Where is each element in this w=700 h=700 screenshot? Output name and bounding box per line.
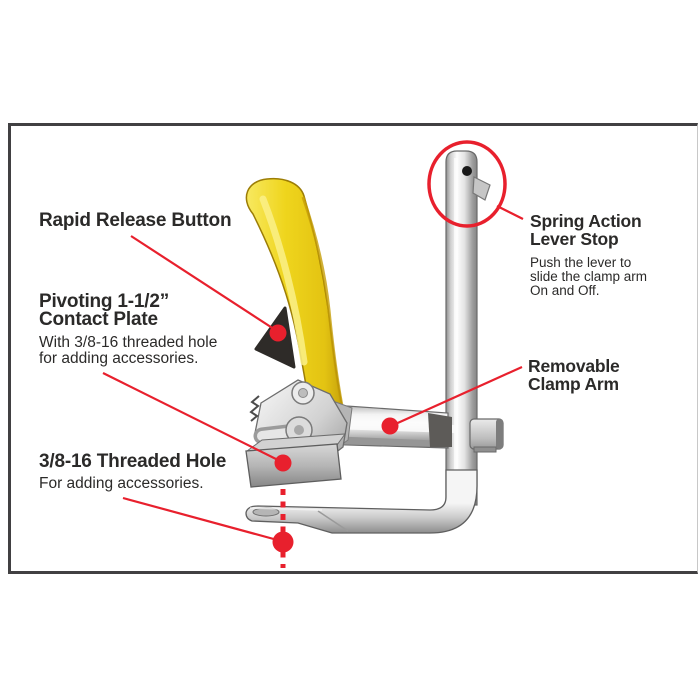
callout-desc-line2: for adding accessories. <box>39 350 199 367</box>
callout-desc: Push the lever to slide the clamp arm On… <box>530 256 647 298</box>
rail-bar <box>445 150 478 506</box>
dot-removable-arm <box>381 417 399 435</box>
callout-desc-line3: On and Off. <box>530 283 600 298</box>
callout-rapid-release: Rapid Release Button <box>39 210 232 231</box>
lever-stop-tab <box>472 176 491 201</box>
dot-rapid-release <box>269 324 287 342</box>
callout-desc: With 3/8-16 threaded hole for adding acc… <box>39 335 217 367</box>
ratchet-teeth <box>249 395 260 422</box>
arm-dark-facet <box>428 413 452 447</box>
annotations <box>102 140 524 568</box>
callout-title: Rapid Release Button <box>39 210 232 231</box>
fixed-arm-ridge <box>317 510 349 532</box>
callout-title-line2: Lever Stop <box>530 229 619 249</box>
leader-rapid-release <box>130 235 278 332</box>
leader-removable-arm <box>390 365 523 428</box>
callout-pivoting-plate: Pivoting 1-1/2” Contact Plate With 3/8-1… <box>39 291 217 367</box>
callout-spring-action: Spring Action Lever Stop Push the lever … <box>530 212 647 298</box>
callout-title-line1: Pivoting 1-1/2” <box>39 291 170 312</box>
callout-threaded-hole: 3/8-16 Threaded Hole For adding accessor… <box>39 451 227 492</box>
callout-title-line1: Spring Action <box>530 211 642 231</box>
callout-title: 3/8-16 Threaded Hole <box>39 451 227 472</box>
contact-plate <box>245 433 347 488</box>
leader-spring-action <box>496 205 524 220</box>
callout-title-line2: Contact Plate <box>39 309 158 330</box>
frame-border <box>8 123 698 574</box>
handle <box>245 177 349 442</box>
dot-threaded-hole <box>272 531 294 553</box>
fixed-arm <box>245 469 478 534</box>
callout-removable-arm: Removable Clamp Arm <box>528 357 620 393</box>
callout-title-line2: Clamp Arm <box>528 374 619 394</box>
lever-stop-pin-hole <box>462 166 472 176</box>
highlight-circle <box>427 140 507 228</box>
callout-desc: For adding accessories. <box>39 475 204 492</box>
callout-desc-line1: Push the lever to <box>530 255 632 270</box>
callout-title-line1: Removable <box>528 356 620 376</box>
leader-pivoting-plate <box>102 372 283 463</box>
callout-desc-line2: slide the clamp arm <box>530 269 648 284</box>
callout-desc-line1: With 3/8-16 threaded hole <box>39 334 218 351</box>
fixed-arm-top-highlight <box>249 507 323 511</box>
leader-threaded-hole <box>122 496 282 543</box>
dot-pivoting-plate <box>274 454 292 472</box>
